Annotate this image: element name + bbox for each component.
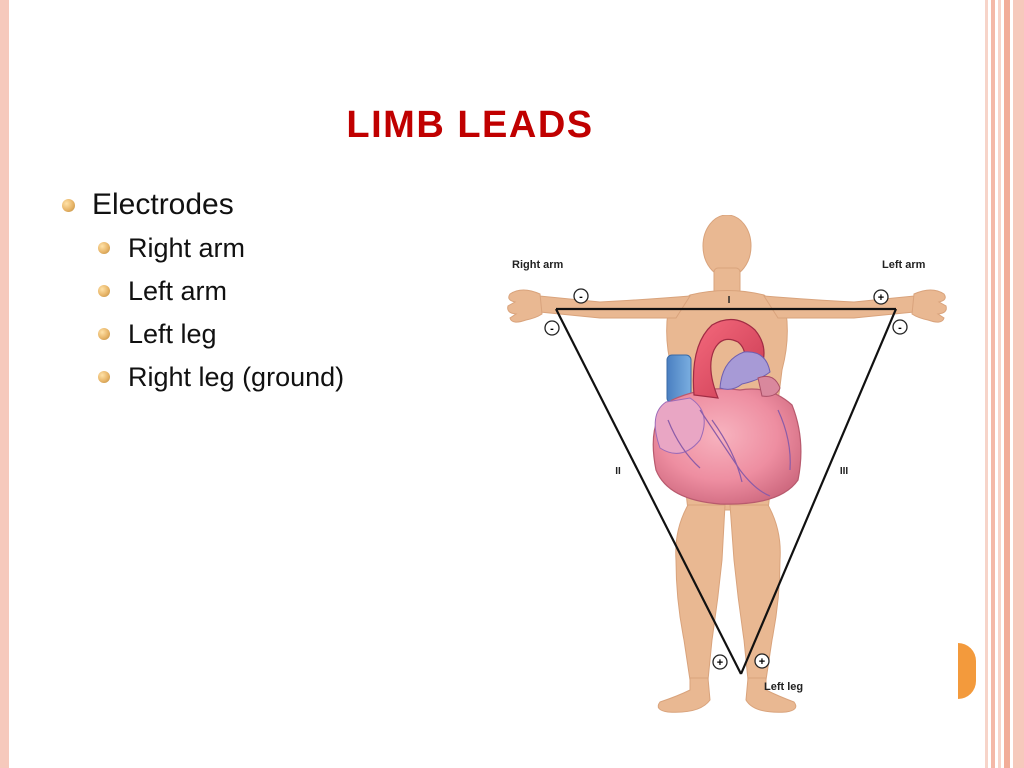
left-atrium: [757, 375, 781, 397]
electrode-minus-icon: -: [892, 319, 908, 335]
bullet-text: Electrodes: [92, 188, 234, 221]
bullet-dot-icon: [98, 242, 110, 254]
electrode-plus-icon: +: [712, 654, 728, 670]
electrode-sign: -: [579, 291, 583, 303]
accent-tab: [958, 643, 976, 699]
sub-bullet-left-leg: Left leg: [92, 313, 344, 356]
electrode-sign: +: [878, 292, 884, 304]
label-left-leg: Left leg: [764, 681, 803, 693]
electrode-sign: -: [550, 323, 554, 335]
label-right-arm: Right arm: [512, 259, 564, 271]
right-atrium: [654, 397, 705, 454]
sub-bullet-text: Left arm: [128, 276, 228, 306]
sub-bullet-left-arm: Left arm: [92, 270, 344, 313]
bullet-dot-icon: [98, 328, 110, 340]
sub-bullet-text: Right leg (ground): [128, 362, 345, 392]
bullet-electrodes: Electrodes Right arm Left arm Left leg R…: [62, 185, 344, 399]
heart-illustration: [652, 319, 802, 505]
slide-title: LIMB LEADS: [346, 104, 594, 146]
frame-left-line: [9, 0, 11, 768]
electrode-sign: +: [717, 657, 723, 669]
electrode-sign: +: [759, 656, 765, 668]
lead-3-line: [739, 308, 898, 675]
lead-triangle: [555, 307, 898, 675]
bullet-dot-icon: [98, 285, 110, 297]
bullet-dot-icon: [98, 371, 110, 383]
electrode-plus-icon: +: [873, 289, 889, 305]
frame-right-border: [985, 0, 1024, 768]
label-lead-3: III: [840, 466, 849, 477]
sub-bullet-list: Right arm Left arm Left leg Right leg (g…: [92, 227, 344, 399]
electrode-minus-icon: -: [544, 320, 560, 336]
lead-2-line: [555, 308, 742, 675]
sub-bullet-right-arm: Right arm: [92, 227, 344, 270]
frame-left-border: [0, 0, 9, 768]
einthoven-triangle-figure: - - + - + + Right arm Left arm Left leg …: [507, 215, 947, 713]
label-lead-1: I: [728, 295, 731, 306]
sub-bullet-text: Left leg: [128, 319, 217, 349]
pulmonary-trunk: [719, 351, 771, 390]
label-left-arm: Left arm: [882, 259, 926, 271]
electrode-markers: - - + - + +: [544, 288, 908, 670]
sub-bullet-text: Right arm: [128, 233, 246, 263]
sub-bullet-right-leg: Right leg (ground): [92, 356, 344, 399]
bullet-list: Electrodes Right arm Left arm Left leg R…: [62, 185, 344, 399]
coronary-vessels: [667, 409, 791, 497]
electrode-sign: -: [898, 322, 902, 334]
label-lead-2: II: [615, 466, 621, 477]
bullet-dot-icon: [62, 199, 75, 212]
electrode-minus-icon: -: [573, 288, 589, 304]
electrode-plus-icon: +: [754, 653, 770, 669]
